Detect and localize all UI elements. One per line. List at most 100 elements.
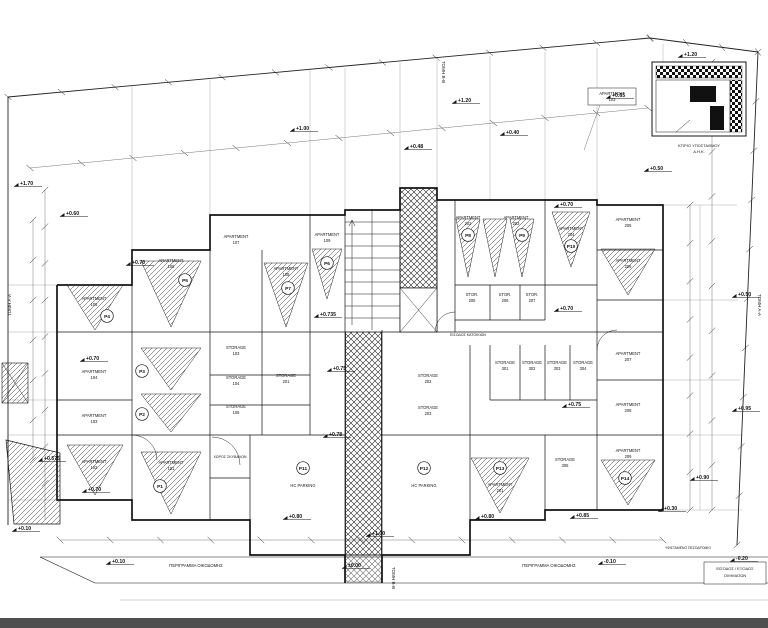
level-marker: +0.60 [60, 211, 88, 217]
level-flag-icon [644, 168, 649, 172]
level-text: +0.70 [560, 306, 573, 312]
parking-badge [178, 273, 192, 287]
level-flag-icon [366, 533, 371, 537]
room-number: 204 [568, 232, 576, 237]
stair-treads [345, 210, 400, 330]
room-label: STORAGE [226, 345, 246, 350]
room-label: STORAGE [418, 373, 438, 378]
dimension-tick [735, 492, 743, 499]
level-flag-icon [500, 132, 505, 136]
level-flag-icon [60, 213, 65, 217]
level-marker: +0.80 [283, 514, 311, 520]
pavement-lines [39, 556, 768, 584]
dimension-tick [746, 245, 754, 253]
level-text: +0.60 [66, 211, 79, 217]
note-label: ΧΩΡΟΣ ΣΚΥΒΑΛΩΝ [214, 455, 247, 459]
dimension-tick [378, 59, 387, 66]
scan-edge-bar [0, 618, 768, 628]
level-marker: +0.575 [38, 456, 66, 462]
room-number: 203 [513, 221, 521, 226]
room-number: 108 [283, 272, 291, 277]
note-label: ΕΙΣΟΔΟΣ ΚΑΤΟΙΚΙΩΝ [450, 333, 486, 337]
level-text: +0.575 [44, 456, 60, 462]
parking-number: P13 [496, 466, 505, 472]
level-flag-icon [606, 95, 611, 99]
level-flag-icon [14, 183, 19, 187]
annotation-boxes [583, 87, 767, 585]
parking-number: P3 [139, 369, 145, 375]
level-marker: +0.70 [554, 306, 582, 312]
dimension-tick [741, 344, 749, 352]
level-flag-icon [126, 262, 131, 266]
room-number: 303 [554, 366, 562, 371]
room-number: 207 [625, 357, 633, 362]
level-text: +0.78 [329, 432, 342, 438]
substation-equipment [690, 86, 716, 102]
level-text: +0.30 [664, 506, 677, 512]
room-label: HC PARKING [290, 483, 315, 488]
level-text: +1.70 [20, 181, 33, 187]
parking-bay-hatch [140, 260, 202, 328]
level-flag-icon [730, 558, 735, 562]
room-number: 301 [502, 366, 510, 371]
neighbor-structure-hatch [5, 439, 61, 525]
level-text: -0.10 [604, 559, 616, 565]
note-box-line1: APARTMENT [599, 91, 625, 96]
ramp-hatch [345, 331, 382, 556]
dimension-tick [325, 64, 333, 71]
level-marker: +0.70 [554, 202, 582, 208]
level-flag-icon [82, 489, 87, 493]
substation-wall-hatch-top [655, 65, 743, 79]
level-marker: +0.50 [732, 292, 760, 298]
level-text: +0.95 [738, 406, 751, 412]
room-number: 104 [91, 375, 99, 380]
room-label: STORAGE [418, 405, 438, 410]
level-marker: +0.65 [606, 93, 634, 99]
sidewalk-note: ΥΦΙΣΤΑΜΕΝΟ ΠΕΖΟΔΡΟΜΙΟ [665, 546, 711, 550]
room-label: APARTMENT [616, 402, 641, 407]
parking-number: P10 [567, 244, 576, 250]
level-marker: +0.735 [314, 312, 342, 318]
parking-bay-hatch [600, 248, 656, 296]
level-marker: +1.00 [366, 531, 394, 537]
existing-structures [1, 362, 61, 525]
level-marker: +0.48 [404, 144, 432, 150]
parking-number: P2 [139, 412, 145, 418]
level-marker: +0.70 [82, 487, 110, 493]
room-number: 302 [529, 366, 537, 371]
room-label: APARTMENT [82, 413, 107, 418]
level-marker: +0.50 [644, 166, 672, 172]
parking-badge [461, 228, 475, 242]
dimension-tick [647, 34, 653, 42]
dimension-tick [164, 79, 173, 86]
level-marker: +0.75 [327, 366, 355, 372]
level-marker: +1.20 [678, 52, 706, 58]
parking-bay-hatch [263, 262, 309, 328]
parking-bay-hatch [140, 347, 202, 391]
level-text: +0.50 [650, 166, 663, 172]
dimension-tick [218, 74, 226, 81]
level-text: +0.75 [333, 366, 346, 372]
level-marker: ±0.00 [342, 563, 370, 569]
level-flag-icon [38, 458, 43, 462]
dimension-tick [719, 43, 725, 52]
substation-room [655, 79, 731, 133]
note-box [587, 87, 637, 106]
dimension-tick [592, 39, 601, 47]
parking-number: P11 [299, 466, 308, 472]
room-number: 207 [529, 298, 537, 303]
room-label: STOR. [499, 292, 511, 297]
parking-bay-hatch [482, 218, 508, 278]
level-flag-icon [327, 368, 332, 372]
parking-badge [320, 256, 334, 270]
room-number: 201 [497, 488, 505, 493]
level-text: +0.70 [560, 202, 573, 208]
room-label: STORAGE [547, 360, 567, 365]
dimension-tick [752, 98, 760, 105]
level-text: +0.80 [481, 514, 494, 520]
street-zone [0, 556, 768, 628]
substation-door [675, 119, 691, 133]
parking-number: P9 [519, 233, 525, 239]
room-number: 202 [465, 221, 473, 226]
level-flag-icon [12, 528, 17, 532]
